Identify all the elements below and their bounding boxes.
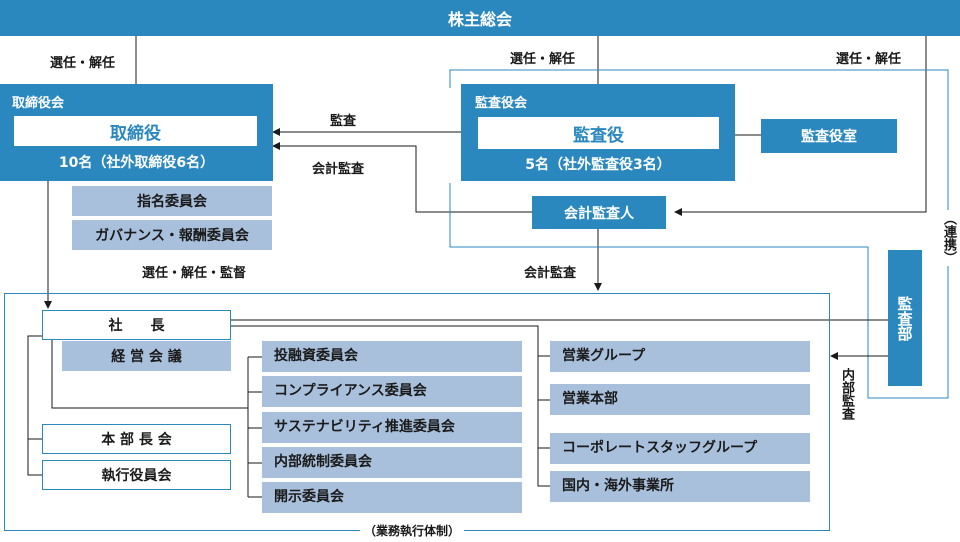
president: 社 長 bbox=[42, 310, 231, 340]
audit-board: 監査役会 監査役 5名（社外監査役3名） bbox=[461, 84, 735, 181]
board-title: 取締役 bbox=[14, 116, 257, 146]
executive-officers-meeting: 執行役員会 bbox=[42, 460, 231, 490]
label-accounting-audit-board: 会計監査 bbox=[312, 162, 365, 177]
accounting-auditor: 会計監査人 bbox=[532, 196, 666, 229]
board-of-directors: 取締役会 取締役 10名（社外取締役6名） bbox=[0, 84, 273, 181]
committee-investment: 投融資委員会 bbox=[262, 341, 522, 372]
label-coordination: （連携） bbox=[940, 210, 956, 266]
arrow-accounting-audit-board bbox=[272, 142, 532, 213]
committee-disclosure: 開示委員会 bbox=[262, 482, 522, 513]
governance-compensation-committee: ガバナンス・報酬委員会 bbox=[72, 220, 272, 250]
label-elect-dismiss-accountant: 選任・解任 bbox=[836, 52, 902, 67]
group-corporate-staff: コーポレートスタッフグループ bbox=[550, 433, 810, 464]
committee-compliance: コンプライアンス委員会 bbox=[262, 376, 522, 407]
general-managers-meeting: 本 部 長 会 bbox=[42, 424, 231, 454]
committee-internal-control: 内部統制委員会 bbox=[262, 447, 522, 478]
label-accounting-audit-exec: 会計監査 bbox=[524, 266, 577, 281]
label-audit: 監査 bbox=[330, 114, 357, 129]
audit-office: 監査役室 bbox=[761, 119, 897, 153]
audit-department: 監査部 bbox=[888, 250, 922, 386]
group-sales-hq: 営業本部 bbox=[550, 384, 810, 415]
label-internal-audit: 内部監査 bbox=[839, 368, 854, 420]
auditor-title: 監査役 bbox=[478, 117, 719, 149]
label-elect-dismiss-board: 選任・解任 bbox=[50, 56, 116, 71]
execution-frame-caption: （業務執行体制） bbox=[360, 523, 465, 539]
shareholders-meeting: 株主総会 bbox=[0, 0, 960, 36]
board-count: 10名（社外取締役6名） bbox=[58, 155, 215, 171]
label-elect-dismiss-supervise: 選任・解任・監督 bbox=[142, 266, 247, 281]
nomination-committee: 指名委員会 bbox=[72, 186, 272, 216]
group-sales: 営業グループ bbox=[550, 341, 810, 372]
group-offices: 国内・海外事業所 bbox=[550, 471, 810, 502]
management-meeting: 経 営 会 議 bbox=[62, 341, 231, 371]
committee-sustainability: サステナビリティ推進委員会 bbox=[262, 412, 522, 443]
auditor-count: 5名（社外監査役3名） bbox=[525, 157, 671, 173]
arrow-shareholders-accountant bbox=[674, 36, 927, 216]
board-group-label: 取締役会 bbox=[12, 96, 65, 111]
label-elect-dismiss-auditors: 選任・解任 bbox=[510, 52, 576, 67]
audit-board-group-label: 監査役会 bbox=[475, 96, 528, 111]
